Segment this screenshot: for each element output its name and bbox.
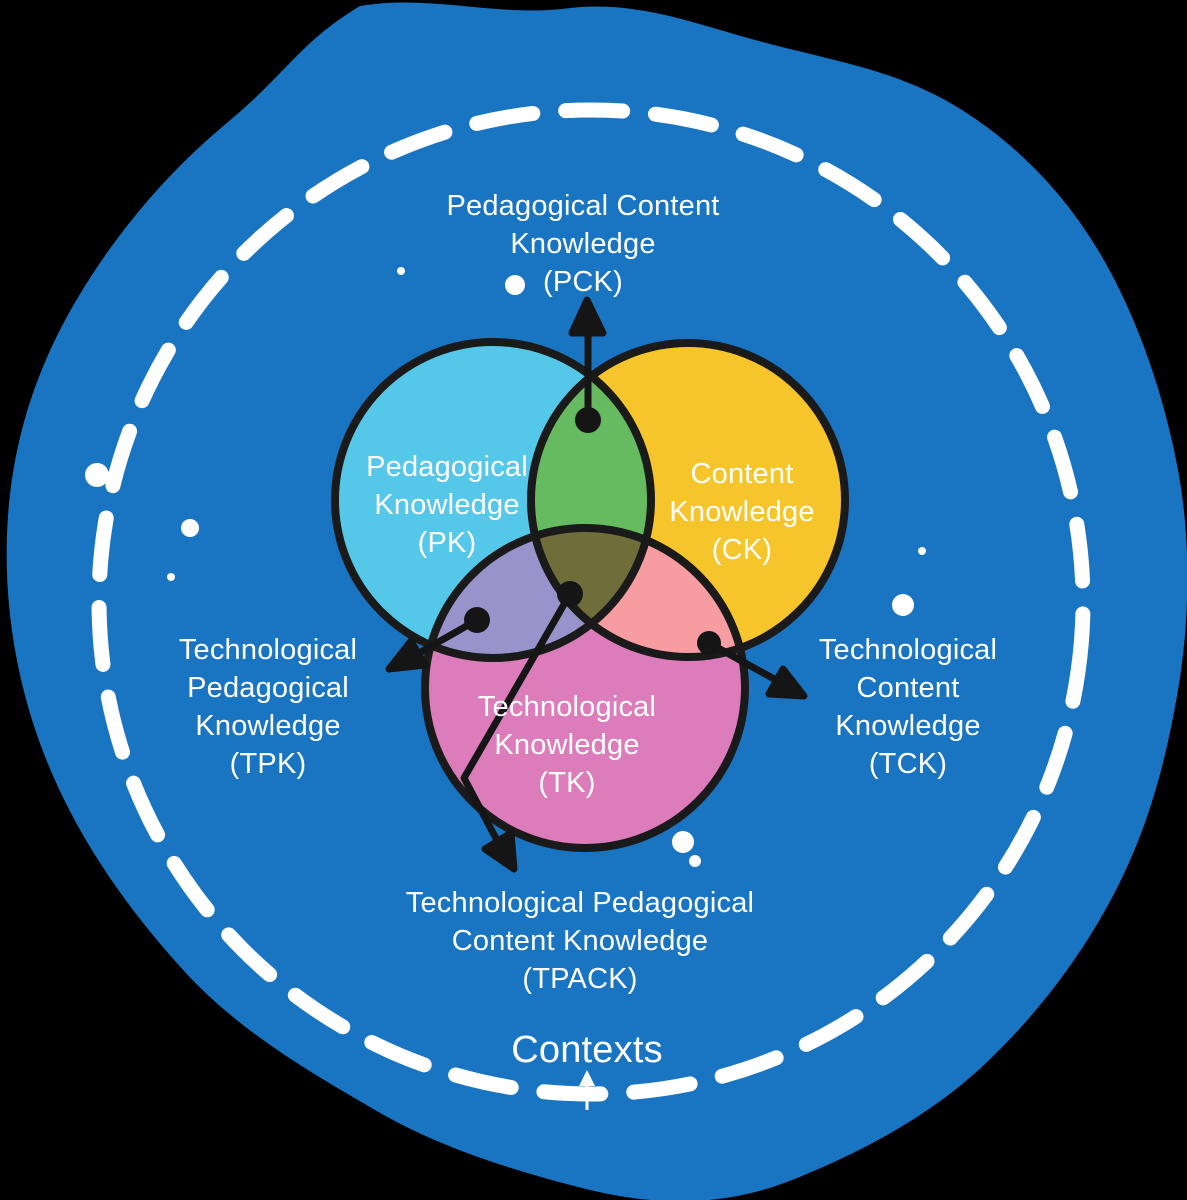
tpk-region [425,528,651,658]
tck-callout-line: (TCK) [868,748,948,780]
tpk-callout-line: Knowledge [195,710,341,742]
pk-label-line: Knowledge [374,489,520,521]
pck-callout-line: (PCK) [543,266,623,298]
tck-arrow-head [765,665,808,700]
tck-arrow-line [705,639,780,684]
paint-speckles [85,267,926,867]
tck-callout-line: Content [856,672,960,704]
tck-callout-line: Technological [818,634,998,666]
tpack-arrow-line [460,590,574,850]
tpk-arrow-head [385,637,429,673]
contexts-dashed-ring [91,102,1091,1102]
tck-callout: Technological Content Knowledge (TCK) [758,631,1058,783]
pk-label-line: (PK) [417,527,477,559]
pck-callout-line: Pedagogical Content [446,190,720,222]
venn-outlines [331,338,849,852]
ck-label-line: (CK) [711,534,773,566]
pk-label-line: Pedagogical [366,451,528,483]
ck-label-line: Knowledge [669,496,815,528]
contexts-arrow-head [579,1070,595,1086]
tpack-callout-line: (TPACK) [522,963,638,995]
tk-circle-label: Technological Knowledge (TK) [407,688,727,802]
tpack-callout-line: Content Knowledge [451,925,709,957]
pk-circle-label: Pedagogical Knowledge (PK) [327,448,567,562]
ck-circle-label: Content Knowledge (CK) [622,455,862,569]
tpk-callout-line: Technological [178,634,358,666]
contexts-arrow [579,1070,595,1110]
tpk-callout-line: Pedagogical [187,672,349,704]
tk-label-line: (TK) [538,767,596,799]
pck-arrow-dot [575,407,601,433]
pck-callout-line: Knowledge [510,228,656,260]
pk-outline [331,338,655,662]
contexts-label: Contexts [511,1029,663,1071]
tk-outline [421,524,749,852]
tk-label-line: Technological [477,691,657,723]
tk-label-line: Knowledge [494,729,640,761]
pck-arrow-head [568,296,607,337]
tck-callout-line: Knowledge [835,710,981,742]
tpack-callout-line: Technological Pedagogical [405,887,755,919]
ck-outline [527,339,849,661]
tpack-callout: Technological Pedagogical Content Knowle… [380,884,780,998]
tpk-arrow-line [410,616,481,660]
tpack-arrow-head [481,829,518,873]
tpk-callout-line: (TPK) [229,748,307,780]
callout-arrows [385,296,808,873]
tck-region [531,528,745,657]
ck-label-line: Content [690,458,794,490]
tpk-callout: Technological Pedagogical Knowledge (TPK… [118,631,418,783]
pck-callout: Pedagogical Content Knowledge (PCK) [383,187,783,301]
